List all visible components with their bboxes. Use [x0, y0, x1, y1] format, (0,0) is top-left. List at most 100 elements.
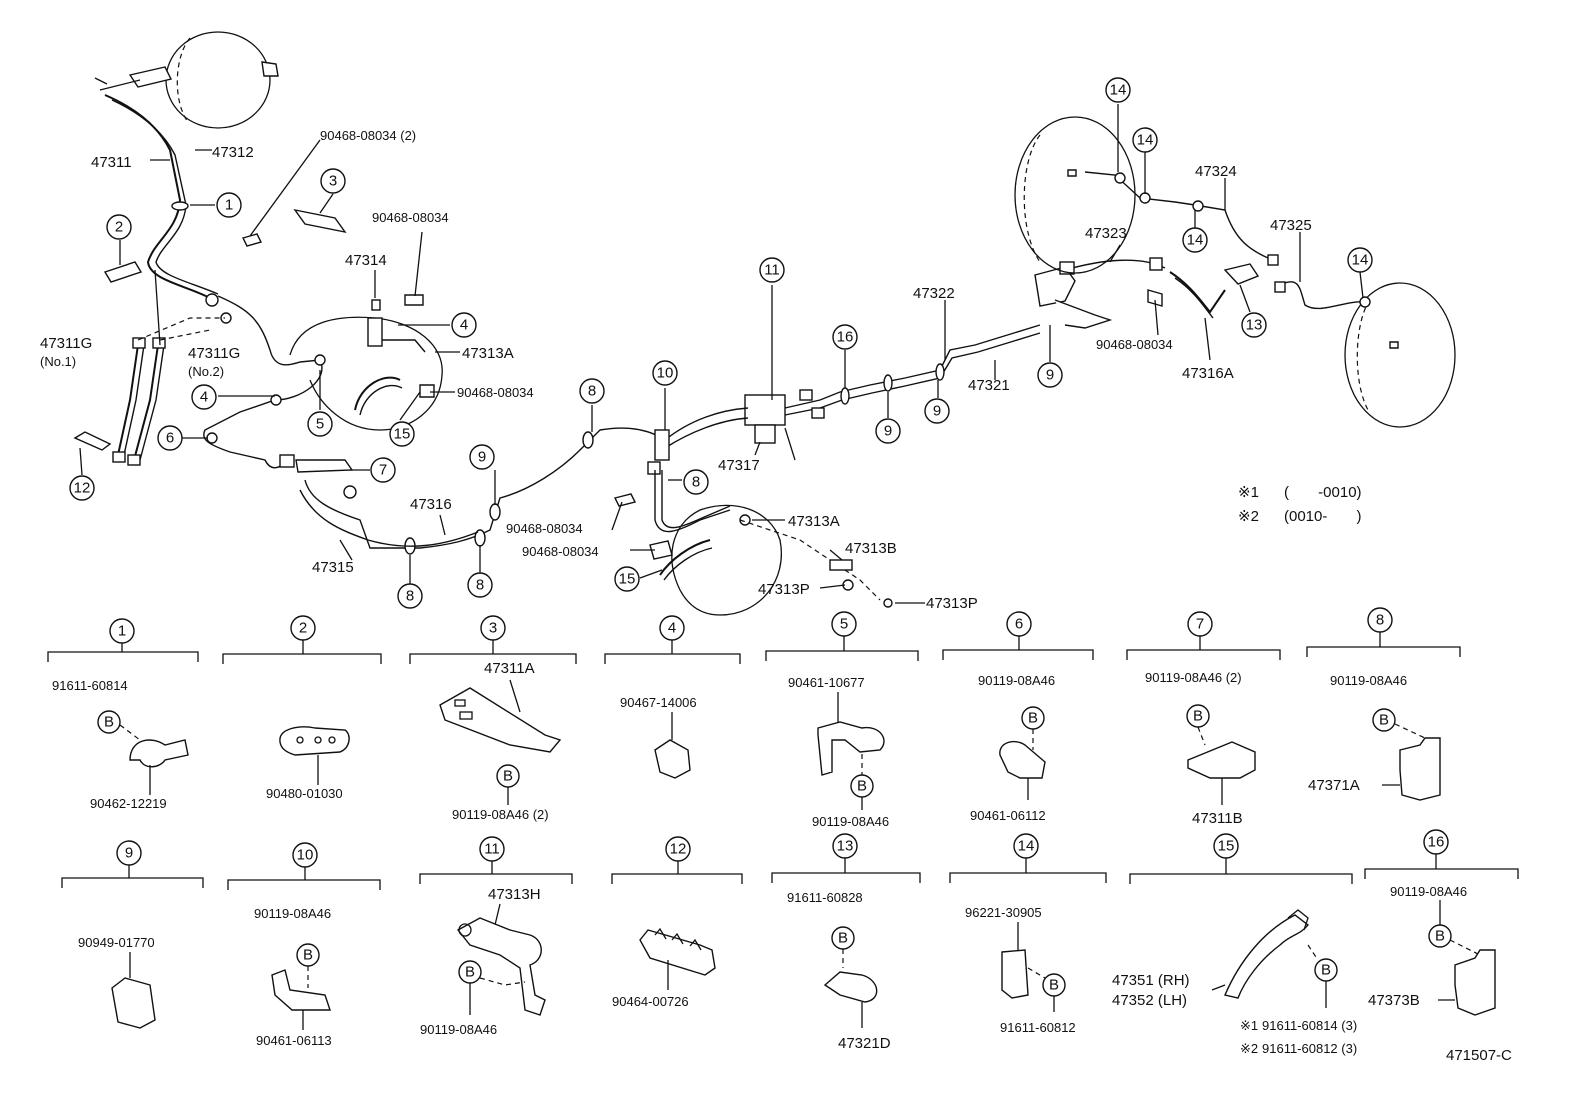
- svg-text:16: 16: [837, 329, 854, 346]
- svg-text:B: B: [838, 930, 848, 947]
- callout-4b: 4: [191, 384, 217, 410]
- detail-11-part-a: 47313H: [488, 886, 541, 903]
- label-47311G-no1: 47311G: [40, 335, 92, 352]
- svg-text:9: 9: [884, 423, 892, 440]
- callout-5: 5: [307, 411, 333, 437]
- callout-15a: 15: [389, 421, 415, 447]
- svg-text:9: 9: [1046, 367, 1054, 384]
- detail-1-number: 1: [118, 623, 126, 640]
- label-47316: 47316: [410, 496, 452, 513]
- label-47311G-no2: 47311G: [188, 345, 240, 362]
- detail-3-part-a: 47311A: [484, 660, 535, 677]
- svg-text:15: 15: [619, 571, 636, 588]
- svg-text:14: 14: [1137, 132, 1154, 149]
- callout-13a: 13: [1241, 312, 1267, 338]
- label-47313A-b: 47313A: [788, 513, 840, 530]
- detail-5-part-a: 90461-10677: [788, 675, 865, 690]
- svg-text:B: B: [104, 714, 114, 731]
- detail-16-part-b: 47373B: [1368, 992, 1420, 1009]
- line-47311: [111, 99, 219, 295]
- detail-11-part-b: 90119-08A46: [420, 1022, 497, 1037]
- callout-1: 1: [216, 192, 242, 218]
- svg-text:14: 14: [1187, 232, 1204, 249]
- detail-12-number: 12: [670, 841, 687, 858]
- callout-9d: 9: [1037, 362, 1063, 388]
- detail-3-part-b: 90119-08A46 (2): [452, 807, 549, 822]
- detail-row-2: 9 90949-01770 10 90119-08A46 B 90461-061…: [61, 829, 1519, 1056]
- svg-text:6: 6: [166, 430, 174, 447]
- svg-text:8: 8: [476, 577, 484, 594]
- detail-9-part-a: 90949-01770: [78, 935, 155, 950]
- detail-15-note2-mark: ※2: [1240, 1041, 1258, 1056]
- leader-lines-top: [79, 104, 1364, 604]
- detail-10-part-b: 90461-06113: [256, 1033, 332, 1048]
- detail-7-number: 7: [1196, 616, 1204, 633]
- svg-text:B: B: [465, 964, 475, 981]
- detail-6-part-a: 90119-08A46: [978, 673, 1055, 688]
- detail-15-number: 15: [1218, 838, 1235, 855]
- detail-5-part-b: 90119-08A46: [812, 814, 889, 829]
- label-47313P-a: 47313P: [758, 581, 810, 598]
- callout-8c: 8: [579, 378, 605, 404]
- note-1-range: ( -0010): [1284, 484, 1362, 501]
- detail-2-part-a: 90480-01030: [266, 786, 343, 801]
- svg-text:4: 4: [460, 317, 468, 334]
- svg-text:B: B: [1049, 977, 1059, 994]
- callout-7: 7: [370, 457, 396, 483]
- detail-9-number: 9: [125, 845, 133, 862]
- svg-text:B: B: [1028, 710, 1038, 727]
- detail-1-part-a: 91611-60814: [52, 678, 128, 693]
- label-47322: 47322: [913, 285, 955, 302]
- svg-text:1: 1: [225, 197, 233, 214]
- svg-text:B: B: [303, 947, 313, 964]
- callout-9c: 9: [924, 398, 950, 424]
- svg-text:8: 8: [692, 474, 700, 491]
- detail-15-part-b: 47352 (LH): [1112, 992, 1187, 1009]
- detail-14-number: 14: [1018, 838, 1035, 855]
- callout-14a: 14: [1105, 77, 1131, 103]
- label-no2: (No.2): [188, 364, 224, 379]
- label-47314: 47314: [345, 252, 387, 269]
- svg-text:11: 11: [764, 262, 780, 279]
- svg-text:13: 13: [1246, 317, 1263, 334]
- detail-1-part-b: 90462-12219: [90, 796, 167, 811]
- label-90468-08034-2: 90468-08034 (2): [320, 128, 416, 143]
- detail-row-1: 1 91611-60814 B 90462-12219 2 90480-0103…: [47, 607, 1461, 829]
- callout-10: 10: [652, 360, 678, 386]
- detail-13-part-b: 47321D: [838, 1035, 891, 1052]
- svg-text:B: B: [503, 768, 513, 785]
- label-47317: 47317: [718, 457, 760, 474]
- label-no1: (No.1): [40, 354, 76, 369]
- label-47324: 47324: [1195, 163, 1237, 180]
- label-47313A-a: 47313A: [462, 345, 514, 362]
- label-47312: 47312: [212, 144, 254, 161]
- callout-11: 11: [759, 257, 785, 283]
- svg-text:10: 10: [657, 365, 674, 382]
- svg-text:B: B: [1435, 928, 1445, 945]
- label-90468-08034-c: 90468-08034: [506, 521, 583, 536]
- detail-15-note1-mark: ※1: [1240, 1018, 1258, 1033]
- label-90468-08034-a: 90468-08034: [372, 210, 449, 225]
- callout-2: 2: [106, 214, 132, 240]
- svg-text:8: 8: [406, 588, 414, 605]
- detail-7-part-b: 47311B: [1192, 810, 1243, 827]
- detail-16-part-a: 90119-08A46: [1390, 884, 1467, 899]
- svg-text:B: B: [1193, 708, 1203, 725]
- label-47323: 47323: [1085, 225, 1127, 242]
- callout-8b: 8: [467, 572, 493, 598]
- label-47311: 47311: [91, 154, 132, 171]
- detail-11-number: 11: [484, 841, 500, 858]
- label-47313P-b: 47313P: [926, 595, 978, 612]
- callout-15b: 15: [614, 566, 640, 592]
- svg-text:2: 2: [115, 219, 123, 236]
- callout-4a: 4: [451, 312, 477, 338]
- detail-15-part-c: 91611-60814 (3): [1262, 1018, 1357, 1033]
- callout-9a: 9: [469, 444, 495, 470]
- svg-text:4: 4: [200, 389, 208, 406]
- svg-text:12: 12: [74, 480, 91, 497]
- detail-14-part-b: 91611-60812: [1000, 1020, 1076, 1035]
- note-2-mark: ※2: [1238, 508, 1259, 525]
- svg-text:B: B: [857, 778, 867, 795]
